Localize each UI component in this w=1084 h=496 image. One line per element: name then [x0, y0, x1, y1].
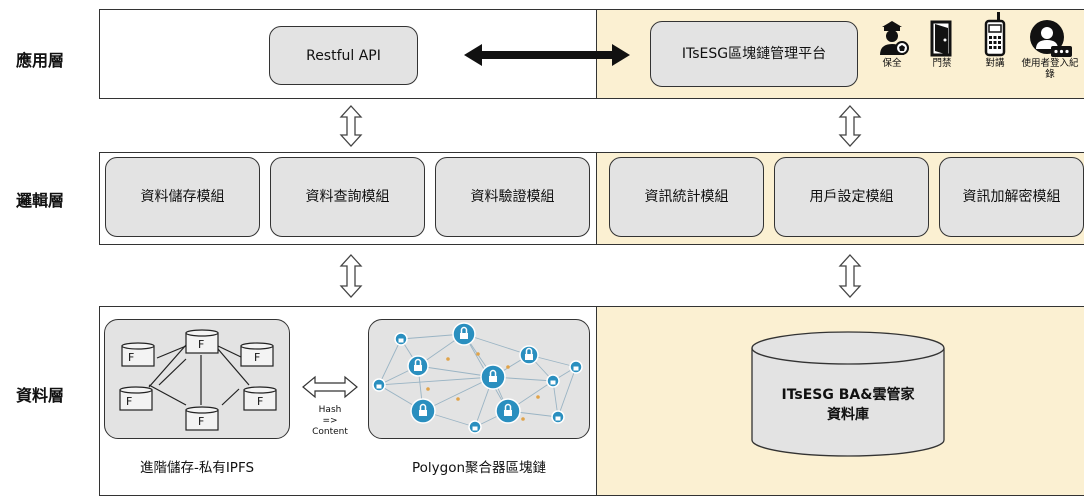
hash-label: Hash — [318, 405, 342, 415]
module-data-query[interactable]: 資料查詢模組 — [270, 157, 425, 237]
module-label: 資訊統計模組 — [644, 189, 729, 205]
module-info-encryption[interactable]: 資訊加解密模組 — [939, 157, 1084, 237]
ipfs-node-label: F — [254, 351, 260, 364]
module-label: 資料查詢模組 — [305, 189, 390, 205]
user-login-label: 使用者登入紀錄 — [1021, 58, 1079, 80]
ipfs-node-label: F — [126, 395, 132, 408]
intercom-icon — [984, 12, 1006, 57]
intercom-label: 對講 — [985, 58, 1005, 69]
intercom-item[interactable]: 對講 — [975, 10, 1015, 69]
user-login-item[interactable]: 使用者登入紀錄 — [1018, 18, 1082, 80]
user-login-icon — [1030, 20, 1072, 57]
ipfs-node-label: F — [128, 351, 134, 364]
door-access-item[interactable]: 門禁 — [922, 18, 962, 69]
module-label: 資料驗證模組 — [470, 189, 555, 205]
module-info-statistics[interactable]: 資訊統計模組 — [609, 157, 764, 237]
module-label: 用戶設定模組 — [809, 189, 894, 205]
restful-api-label: Restful API — [306, 47, 381, 64]
module-data-storage[interactable]: 資料儲存模組 — [105, 157, 260, 237]
bidirectional-arrow-api-platform — [464, 44, 630, 66]
polygon-network-diagram — [372, 322, 583, 434]
module-user-settings[interactable]: 用戶設定模組 — [774, 157, 929, 237]
security-guard-icon — [880, 21, 909, 55]
polygon-caption: Polygon聚合器區塊鏈 — [411, 460, 547, 476]
database-cylinder — [751, 331, 945, 457]
ipfs-node-label: F — [198, 415, 204, 428]
hash-content-arrow-text: => — [322, 416, 338, 426]
itsesg-platform-box[interactable]: ITsESG區塊鏈管理平台 — [650, 21, 858, 87]
updown-arrow-left-1 — [339, 105, 363, 147]
ipfs-node-label: F — [198, 338, 204, 351]
database-label-line1: ITsESG BA&雲管家 — [781, 387, 915, 403]
ipfs-node-label: F — [257, 395, 263, 408]
door-access-icon — [930, 20, 952, 57]
content-label: Content — [312, 427, 348, 437]
security-guard-label: 保全 — [882, 58, 902, 69]
database-label-line2: 資料庫 — [827, 407, 869, 423]
door-access-label: 門禁 — [932, 58, 952, 69]
layer-label-app: 應用層 — [16, 51, 65, 70]
bidirectional-arrow-ipfs-polygon — [302, 375, 358, 399]
security-guard-item[interactable]: 保全 — [872, 18, 912, 69]
updown-arrow-left-2 — [339, 254, 363, 298]
layer-label-data: 資料層 — [16, 386, 65, 405]
module-data-verification[interactable]: 資料驗證模組 — [435, 157, 590, 237]
itsesg-platform-label: ITsESG區塊鏈管理平台 — [681, 46, 827, 62]
updown-arrow-right-2 — [838, 254, 862, 298]
updown-arrow-right-1 — [838, 105, 862, 147]
layer-label-logic: 邏輯層 — [16, 191, 65, 210]
ipfs-network-diagram: F F F F F F — [119, 329, 277, 431]
ipfs-caption: 進階儲存-私有IPFS — [139, 460, 255, 476]
module-label: 資訊加解密模組 — [962, 189, 1061, 205]
module-label: 資料儲存模組 — [140, 189, 225, 205]
restful-api-box[interactable]: Restful API — [269, 26, 418, 85]
